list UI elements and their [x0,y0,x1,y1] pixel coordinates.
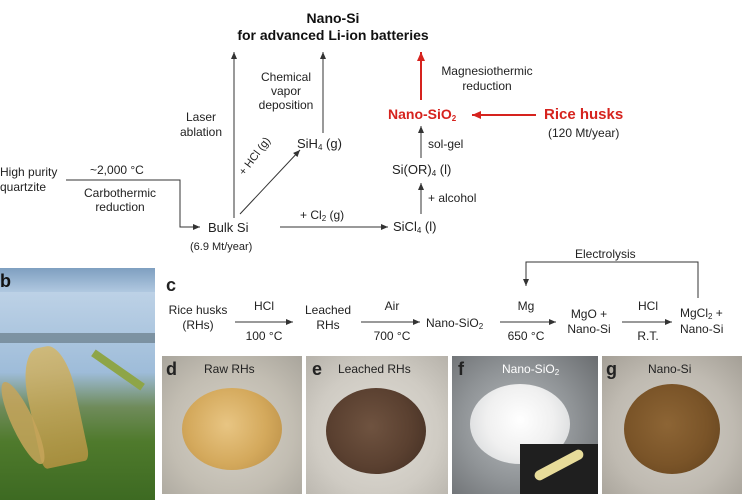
magnesiothermic-reduction-label: reduction [462,79,512,93]
process-mg: Mg [517,299,535,313]
leached-rhs-title: Leached RHs [338,362,411,376]
nano-si-title-line2: for advanced Li-ion batteries [237,27,429,43]
panel-label-g: g [606,359,617,379]
process-mgo-nano-si: Nano-Si [567,322,611,336]
process-mgcl2-nano-si: Nano-Si [680,322,724,336]
process-hcl-2: HCl [638,299,658,313]
process-rt: R.T. [637,329,659,343]
panel-label-c: c [166,275,177,295]
nano-si-title-line1: Nano-Si [306,10,360,26]
bulk-si-label: Bulk Si [208,220,249,235]
magnesiothermic-label: Magnesiothermic [441,64,533,78]
nano-sio2-photo [452,356,598,494]
temperature-label: ~2,000 °C [90,163,144,177]
raw-rhs-photo [162,356,302,494]
process-temp-1: 100 °C [245,329,283,343]
rice-amount-label: (120 Mt/year) [548,126,620,140]
process-rhs: (RHs) [182,318,214,332]
sicl4-label: SiCl4 (l) [393,219,437,235]
rice-husks-red-label: Rice husks [544,106,624,123]
alcohol-label: + alcohol [428,191,477,205]
carbothermic-reduction-label: reduction [95,200,145,214]
sior4-label: Si(OR)4 (l) [392,162,452,178]
process-mgo: MgO + [570,307,608,321]
process-nano-sio2: Nano-SiO2 [426,316,484,331]
quartzite-label: quartzite [0,180,47,194]
cl2-label: + Cl2 (g) [300,208,345,223]
sih4-label: SiH4 (g) [297,136,342,152]
rice-field-photo [0,268,155,500]
nano-si-title: Nano-Si [648,362,692,376]
process-mgcl2: MgCl2 + [680,306,723,321]
process-electrolysis: Electrolysis [575,247,636,261]
panel-label-b: b [0,271,11,291]
nano-sio2-red-label: Nano-SiO2 [388,106,457,123]
cvd-deposition-label: deposition [258,98,314,112]
nano-sio2-title: Nano-SiO2 [502,362,560,377]
raw-rhs-title: Raw RHs [204,362,255,376]
process-temp-3: 650 °C [507,329,545,343]
leached-rhs-photo [306,356,448,494]
cvd-vapor-label: vapor [270,84,302,98]
high-purity-label: High purity [0,165,58,179]
bulk-si-amount: (6.9 Mt/year) [190,241,253,253]
panel-label-e: e [312,359,323,379]
process-leached-rhs: RHs [316,318,340,332]
process-hcl-1: HCl [254,299,274,313]
nano-si-photo [602,356,742,494]
panel-label-f: f [458,359,464,379]
process-air: Air [384,299,400,313]
carbothermic-label: Carbothermic [83,186,157,200]
cvd-chemical-label: Chemical [260,70,311,84]
laser-label: Laser [185,110,217,124]
sol-gel-label: sol-gel [428,137,464,151]
process-temp-2: 700 °C [373,329,411,343]
process-rice-husks: Rice husks [168,303,228,317]
process-leached: Leached [304,303,352,317]
panel-label-d: d [166,359,177,379]
ablation-label: ablation [179,125,223,139]
